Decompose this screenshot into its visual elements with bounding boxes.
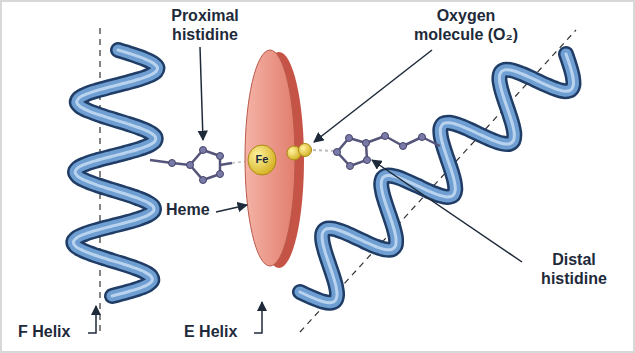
- proximal-histidine: [150, 147, 252, 184]
- part-label: Distal histidine: [524, 250, 624, 288]
- helix-ribbons: [73, 50, 573, 303]
- atom-label: Fe: [250, 151, 274, 168]
- part-label: Heme: [166, 200, 226, 219]
- helix-tube: [73, 50, 157, 296]
- helix-tube: [300, 54, 574, 303]
- part-label: Oxygen molecule (O₂): [400, 6, 532, 44]
- helix-tube: [73, 50, 157, 296]
- oxygen-molecule: [287, 144, 312, 161]
- helix-tube: [300, 54, 574, 303]
- iron-atom: [248, 145, 276, 175]
- leader-lines: [88, 47, 522, 333]
- helix-label: F Helix: [18, 322, 88, 341]
- part-label: Proximal histidine: [150, 6, 260, 44]
- helix-tube: [73, 50, 157, 296]
- heme-disk: [245, 50, 295, 266]
- helix-tube: [300, 54, 574, 303]
- e-helix-axis: [300, 30, 576, 332]
- helix-label: E Helix: [184, 322, 254, 341]
